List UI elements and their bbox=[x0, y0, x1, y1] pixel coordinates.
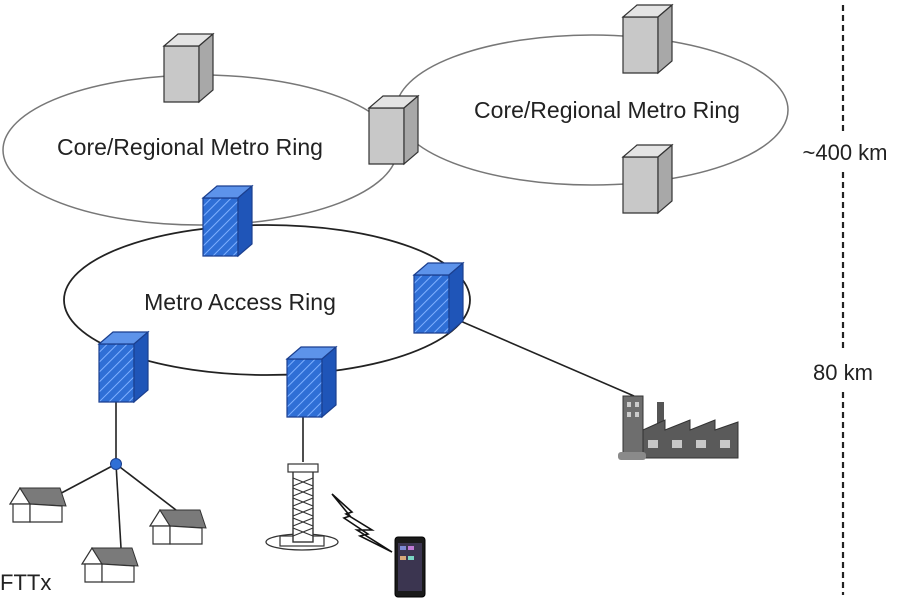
line-splitter-house-mid bbox=[115, 463, 122, 549]
line-splitter-house-left bbox=[51, 463, 117, 499]
distance-access-label: 80 km bbox=[813, 360, 873, 385]
smartphone-icon bbox=[394, 536, 426, 598]
house-icon bbox=[8, 486, 67, 523]
line-splitter-house-right bbox=[115, 463, 177, 511]
access-node-icon bbox=[97, 330, 150, 404]
core-node-icon bbox=[621, 3, 674, 75]
core-ring-right-label: Core/Regional Metro Ring bbox=[474, 97, 740, 123]
metro-access-ring-label: Metro Access Ring bbox=[144, 289, 336, 315]
core-ring-left-label: Core/Regional Metro Ring bbox=[57, 134, 323, 160]
line-to-factory bbox=[457, 319, 635, 397]
metro-access-ring bbox=[63, 224, 471, 376]
house-icon bbox=[148, 508, 207, 545]
access-node-icon bbox=[201, 184, 254, 258]
access-node-icon bbox=[412, 261, 465, 335]
core-node-icon bbox=[162, 32, 215, 104]
house-icon bbox=[80, 546, 139, 583]
core-node-icon bbox=[621, 143, 674, 215]
connection-lines bbox=[51, 319, 635, 549]
fiber-splitter bbox=[110, 458, 122, 470]
distance-core-label: ~400 km bbox=[803, 140, 888, 165]
core-node-icon bbox=[367, 94, 420, 166]
fttx-label: FTTx bbox=[0, 570, 51, 595]
wireless-signal-icon bbox=[331, 493, 393, 553]
access-node-icon bbox=[285, 345, 338, 419]
factory-icon bbox=[618, 395, 739, 460]
cell-tower-icon bbox=[265, 463, 339, 551]
